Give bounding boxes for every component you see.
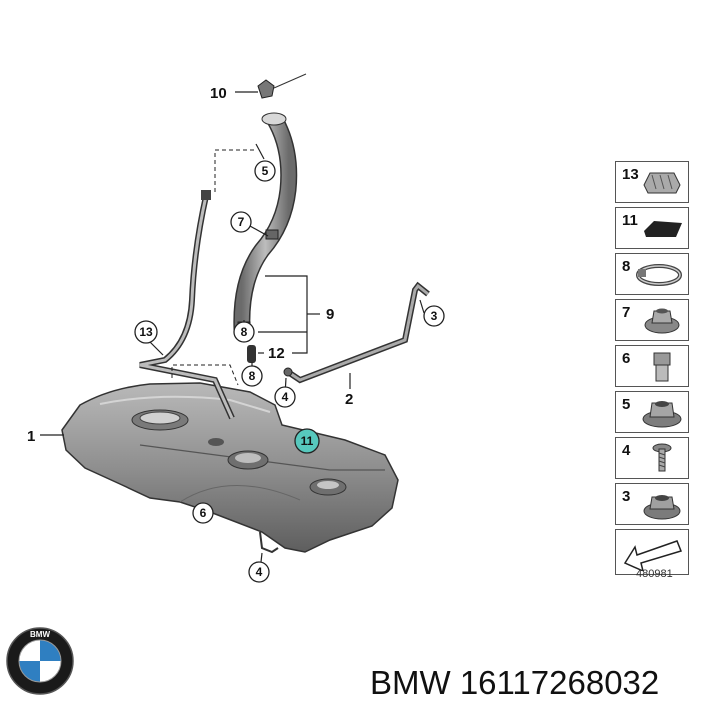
- svg-text:6: 6: [200, 506, 207, 520]
- fuel-cap-valve: [257, 73, 307, 99]
- svg-text:12: 12: [268, 345, 285, 362]
- callout-9: 9: [326, 306, 334, 323]
- collar-nut-icon: [642, 401, 682, 428]
- callout-6: 6: [192, 502, 214, 524]
- callout-7: 7: [230, 211, 252, 233]
- filler-neck-hose: [233, 112, 298, 363]
- legend-number: 11: [622, 212, 638, 229]
- part-number-label: BMW 16117268032: [370, 664, 660, 701]
- callout-4-lower: 4: [248, 561, 270, 583]
- svg-text:10: 10: [210, 85, 227, 102]
- legend-number: 6: [622, 350, 631, 367]
- svg-text:8: 8: [241, 325, 248, 339]
- callout-2: 2: [345, 391, 353, 408]
- callout-5: 5: [254, 160, 276, 182]
- legend-item-5: 5: [615, 391, 689, 433]
- legend-direction-arrow: [615, 529, 689, 575]
- callout-1: 1: [27, 428, 35, 445]
- svg-text:4: 4: [282, 390, 289, 404]
- callout-8-lower: 8: [241, 365, 263, 387]
- fuel-tank: [61, 382, 399, 554]
- sleeve-nut-icon: [653, 352, 671, 382]
- legend-item-13: 13: [615, 161, 689, 203]
- vent-routing-lines: [171, 149, 255, 386]
- callout-8-upper: 8: [233, 321, 255, 343]
- legend-item-8: 8: [615, 253, 689, 295]
- parts-legend: 13 11 8 7 6 5: [615, 161, 689, 579]
- legend-item-4: 4: [615, 437, 689, 479]
- callout-10: 10: [210, 85, 227, 102]
- bmw-logo: BMW: [5, 626, 75, 701]
- legend-item-6: 6: [615, 345, 689, 387]
- callout-11-highlighted: 11: [294, 428, 320, 454]
- clip-icon: [643, 172, 681, 194]
- hose-clamp-icon: [636, 264, 682, 286]
- diagram-reference-number: 480981: [636, 568, 673, 580]
- svg-text:9: 9: [326, 306, 334, 323]
- legend-number: 5: [622, 396, 631, 413]
- svg-text:1: 1: [27, 428, 35, 445]
- legend-number: 7: [622, 304, 631, 321]
- svg-text:8: 8: [249, 369, 256, 383]
- svg-text:BMW: BMW: [30, 630, 50, 639]
- legend-item-11: 11: [615, 207, 689, 249]
- svg-text:2: 2: [345, 391, 353, 408]
- legend-number: 13: [622, 166, 639, 183]
- svg-text:7: 7: [238, 215, 245, 229]
- screw-icon: [652, 443, 672, 472]
- svg-text:4: 4: [256, 565, 263, 579]
- legend-number: 3: [622, 488, 631, 505]
- callout-12: 12: [268, 345, 285, 362]
- svg-text:3: 3: [431, 309, 438, 323]
- tank-strap-bracket: [283, 281, 430, 384]
- pad-icon: [644, 221, 682, 237]
- svg-text:5: 5: [262, 164, 269, 178]
- callout-13: 13: [134, 320, 158, 344]
- callout-4-upper: 4: [274, 386, 296, 408]
- legend-number: 8: [622, 258, 631, 275]
- legend-number: 4: [622, 442, 631, 459]
- svg-text:13: 13: [139, 325, 153, 339]
- flange-nut-icon: [644, 308, 680, 334]
- legend-item-3: 3: [615, 483, 689, 525]
- svg-text:11: 11: [301, 434, 314, 448]
- front-arrow-icon: [623, 540, 683, 571]
- legend-item-7: 7: [615, 299, 689, 341]
- hex-nut-icon: [643, 495, 681, 520]
- vent-hose: [139, 190, 235, 420]
- callout-3: 3: [423, 305, 445, 327]
